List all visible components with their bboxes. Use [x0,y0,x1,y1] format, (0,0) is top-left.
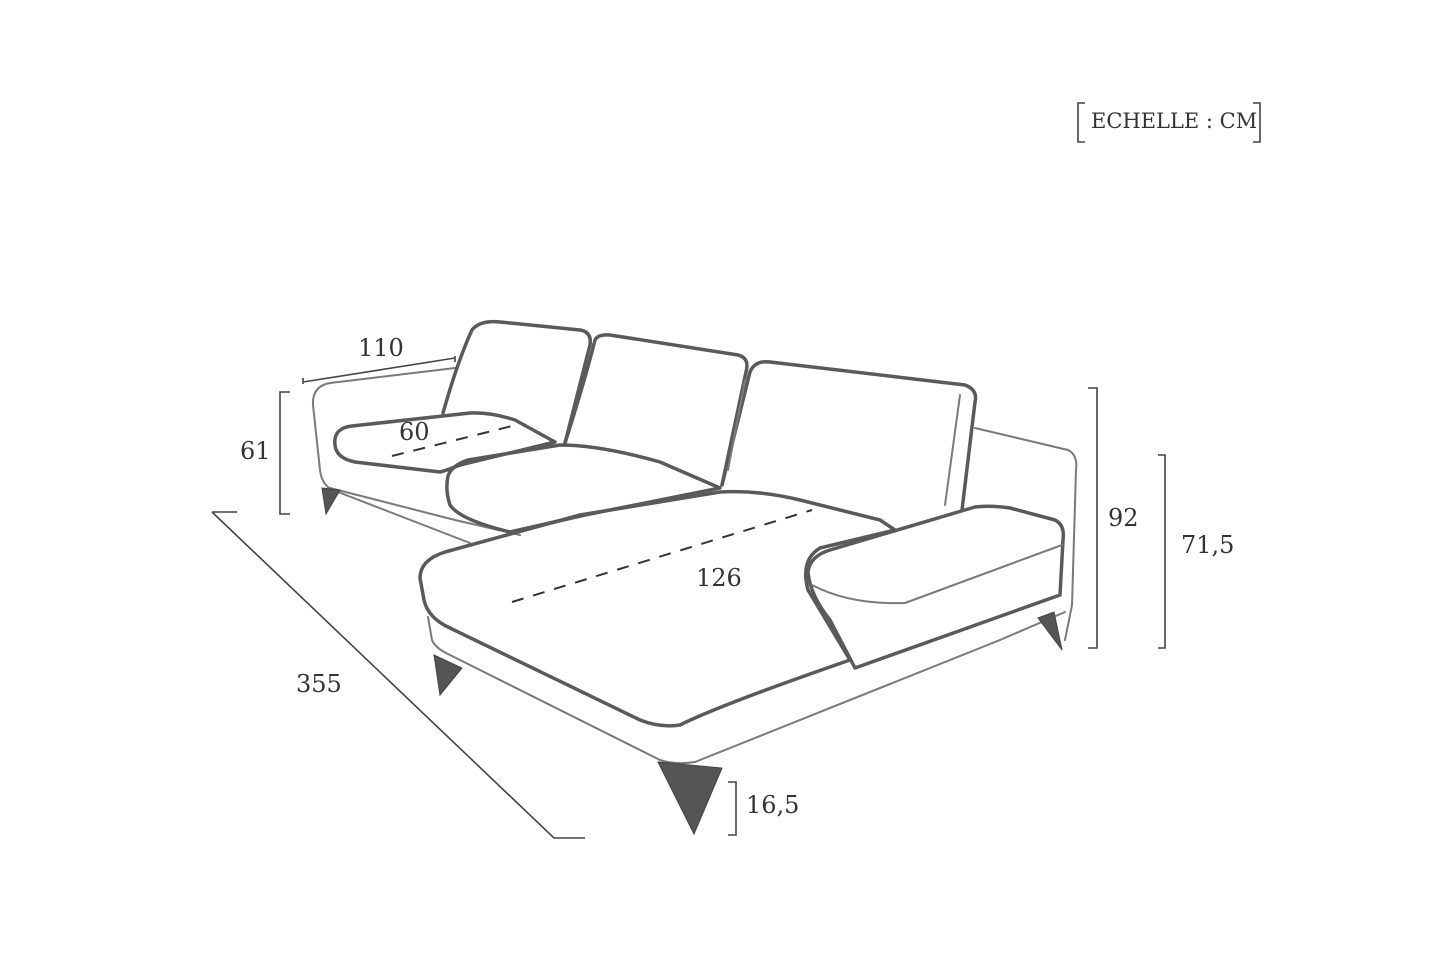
scale-label-group: ECHELLE : CM [1077,102,1261,143]
label-total-length: 355 [296,670,342,698]
right-armrest-front [811,544,1063,605]
label-depth-left: 110 [358,334,404,362]
back-cushion-3-edge [727,379,961,506]
dim-line-backrest-height [1158,454,1166,649]
leg-back-left [321,487,341,516]
dim-line-total-height [1088,387,1098,649]
dimension-labels: 110 60 61 355 126 92 71,5 16,5 [240,334,1234,819]
right-back-panel [974,427,1078,641]
sofa-drawing [311,319,1078,836]
dim-line-total-length [211,511,585,839]
leg-front-left [433,654,463,697]
dim-line-depth-left [302,356,456,384]
leg-front-center [657,761,723,836]
left-seat-cushion [333,411,557,474]
back-cushion-3 [720,359,978,512]
back-cushion-1 [441,319,593,445]
label-total-height: 92 [1108,504,1139,532]
middle-seat-cushion [445,443,722,534]
label-chaise-length: 126 [696,564,742,592]
label-backrest-height: 71,5 [1181,531,1234,559]
chaise-base [427,611,1066,765]
dimension-lines [211,356,1166,839]
leg-front-right [1037,611,1063,651]
label-seat-depth: 60 [399,418,430,446]
label-arm-height: 61 [240,437,271,465]
back-cushion-2 [563,333,749,487]
scale-bracket-right [1253,102,1261,143]
scale-label: ECHELLE : CM [1091,109,1257,133]
dim-line-leg-height [728,781,737,836]
dash-chaise-length [511,509,813,603]
label-leg-height: 16,5 [746,791,799,819]
scale-bracket-left [1077,102,1085,143]
left-arm [311,367,471,544]
right-armrest [806,504,1066,670]
dim-line-arm-height [279,391,290,515]
